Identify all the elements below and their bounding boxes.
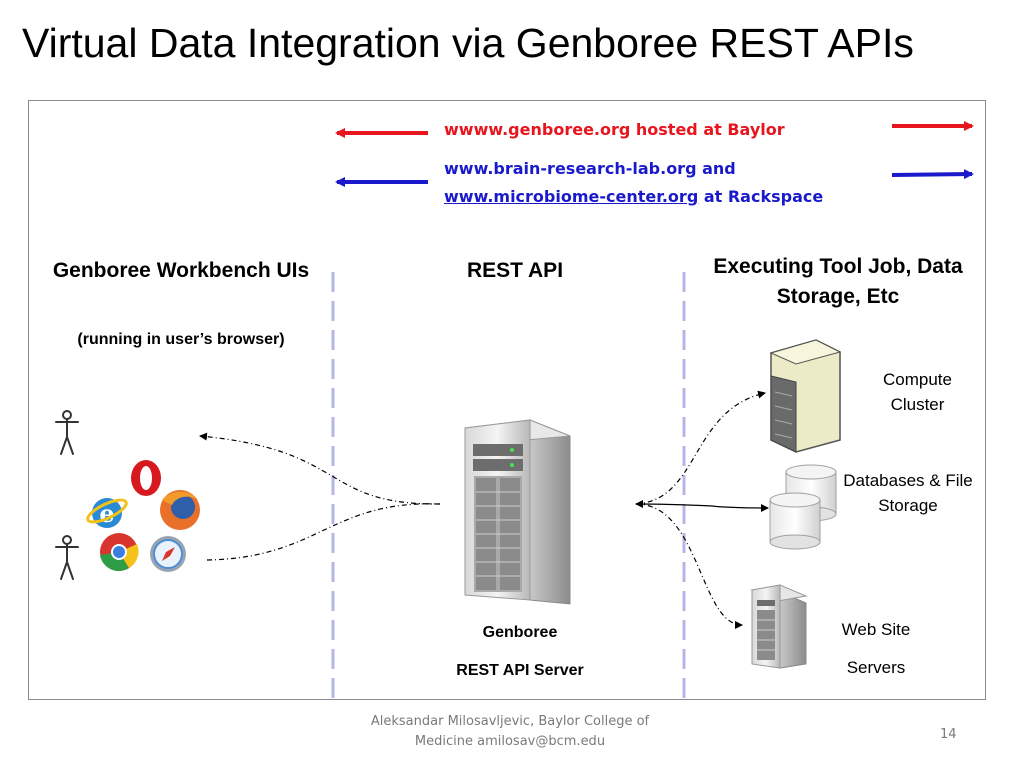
diagram-frame — [28, 100, 986, 700]
compute-cluster-icon — [769, 339, 842, 453]
workbench-subheading: (running in user’s browser) — [77, 331, 285, 348]
server-label-line1: Genboree — [482, 624, 558, 641]
opera-icon — [131, 460, 161, 496]
safari-icon — [150, 536, 186, 572]
footer-author: Aleksandar Milosavljevic, Baylor College… — [370, 714, 650, 749]
microbiome-center-link[interactable]: www.microbiome-center.org — [444, 187, 699, 206]
workbench-heading: Genboree Workbench UIs — [52, 259, 310, 282]
legend-rackspace-suffix: at Rackspace — [698, 187, 824, 206]
page-number: 14 — [940, 727, 957, 742]
server-label-line2: REST API Server — [456, 662, 584, 679]
legend-baylor-text: wwww.genboree.org hosted at Baylor — [444, 120, 785, 139]
rest-api-heading: REST API — [466, 259, 564, 282]
web-servers-label-line2: Servers — [846, 658, 906, 677]
legend-rackspace-line2: www.microbiome-center.org at Rackspace — [444, 187, 823, 206]
internet-explorer-icon: e — [86, 498, 128, 528]
web-server-icon — [750, 584, 808, 669]
databases-label: Databases & File Storage — [843, 471, 973, 515]
connector-browser-to-server — [199, 432, 441, 561]
compute-cluster-label: Compute Cluster — [883, 370, 952, 414]
legend-rackspace-line1: www.brain-research-lab.org and — [444, 159, 736, 178]
executing-heading: Executing Tool Job, Data Storage, Etc — [713, 255, 963, 308]
web-servers-label-line1: Web Site — [841, 620, 911, 639]
legend-blue-arrow-right — [891, 169, 974, 180]
slide-title: Virtual Data Integration via Genboree RE… — [22, 20, 914, 66]
server-icon — [464, 419, 571, 605]
person-icon — [55, 535, 79, 580]
database-icon — [769, 492, 821, 550]
connector-server-to-resources — [635, 390, 769, 629]
firefox-icon — [160, 490, 200, 530]
chrome-icon — [100, 533, 139, 571]
person-icon — [55, 410, 79, 455]
